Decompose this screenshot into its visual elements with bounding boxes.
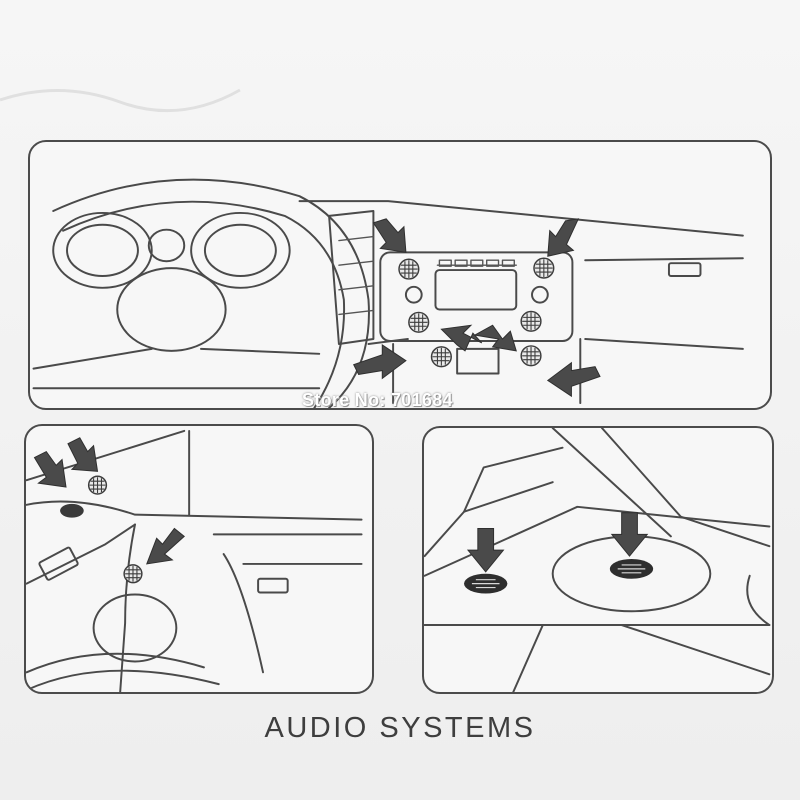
- pointer-arrow-icon: [546, 361, 601, 398]
- rear-deck-illustration: [424, 428, 771, 692]
- steering-hub: [116, 267, 227, 352]
- vent-box: [38, 546, 79, 581]
- rear-window-top: [551, 428, 672, 538]
- console-slot: [456, 347, 500, 375]
- door-panel-mid: [222, 553, 265, 674]
- speaker-grille-icon: [87, 475, 108, 495]
- c-pillar-inner: [463, 446, 564, 513]
- gauge-left: [52, 211, 153, 289]
- deck-right-line: [620, 624, 771, 676]
- gauge-left-inner: [66, 223, 139, 277]
- deck-lower: [512, 624, 544, 692]
- glovebox-bottom: [584, 338, 744, 350]
- diagram-caption: AUDIO SYSTEMS: [264, 712, 536, 744]
- dash-edge: [26, 500, 363, 521]
- deck-right-curve: [746, 574, 771, 626]
- door-pillar-diagram-panel: [24, 424, 374, 694]
- preset-1: [438, 259, 452, 267]
- pointer-arrow-icon: [146, 527, 185, 565]
- glovebox-line: [584, 257, 744, 262]
- knee-circle: [92, 593, 178, 663]
- pointer-arrow-icon: [353, 344, 407, 380]
- gauge-right-inner: [203, 223, 277, 277]
- knob-left: [404, 285, 423, 304]
- store-watermark: Store No: 701684: [302, 390, 453, 410]
- pointer-arrow-icon: [67, 437, 99, 472]
- pointer-arrow-icon: [473, 324, 517, 352]
- pointer-arrow-icon: [466, 527, 505, 573]
- column-right: [200, 347, 321, 355]
- preset-4: [486, 259, 500, 267]
- vent-stack: [328, 209, 375, 345]
- center-console: [379, 251, 574, 342]
- wheel-arc-2: [26, 669, 220, 692]
- radio-display: [434, 269, 518, 311]
- glovebox-handle: [667, 262, 702, 277]
- vent-slats: [338, 235, 375, 316]
- preset-2: [454, 259, 468, 267]
- pointer-arrow-icon: [372, 218, 407, 253]
- column-left: [32, 347, 153, 370]
- preset-3: [470, 259, 484, 267]
- gauge-right: [190, 211, 291, 289]
- door-handle: [257, 577, 289, 594]
- door-pillar-illustration: [26, 429, 363, 692]
- speaker-grille-icon: [398, 258, 420, 280]
- speaker-grille-icon: [408, 311, 430, 333]
- pointer-arrow-icon: [547, 218, 580, 257]
- preset-5: [501, 259, 515, 267]
- paper-smudge: [0, 88, 241, 113]
- dash-top-line: [298, 200, 744, 237]
- speaker-grille-icon: [520, 345, 542, 367]
- dashboard-diagram-panel: [28, 140, 772, 410]
- rear-deck-diagram-panel: [422, 426, 774, 694]
- door-line: [119, 523, 136, 692]
- knob-right: [531, 285, 549, 304]
- dash-front: [26, 523, 136, 585]
- steering-wheel-inner: [62, 200, 346, 408]
- pointer-arrow-icon: [440, 324, 483, 352]
- speaker-grille-icon: [123, 564, 143, 584]
- pointer-arrow-icon: [33, 450, 67, 488]
- gauge-center: [147, 228, 186, 263]
- speaker-grille-icon: [430, 346, 452, 368]
- wheel-arc-1: [26, 652, 205, 674]
- dashboard-illustration: [32, 178, 744, 408]
- speaker-grille-icon: [520, 310, 542, 332]
- speaker-grille-icon: [609, 559, 654, 579]
- pointer-arrow-icon: [610, 512, 649, 557]
- deck-front: [424, 505, 771, 577]
- speaker-grille-icon: [464, 573, 508, 594]
- speaker-grille-icon: [60, 503, 84, 518]
- speaker-grille-icon: [533, 257, 555, 279]
